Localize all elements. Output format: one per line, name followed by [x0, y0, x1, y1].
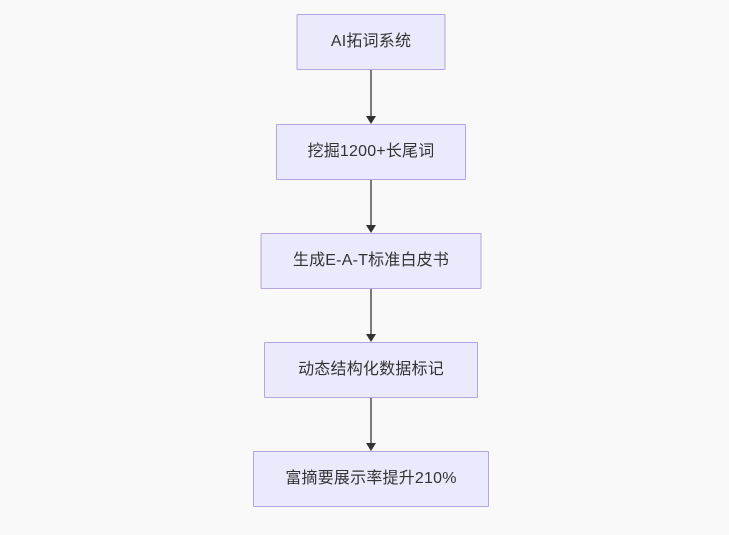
- flow-node-generate-eat-whitepaper[interactable]: 生成E-A-T标准白皮书: [260, 233, 482, 289]
- flow-edge-4: [370, 398, 372, 443]
- flow-node-mine-longtail-keywords[interactable]: 挖掘1200+长尾词: [276, 124, 466, 180]
- flow-arrowhead-2: [366, 225, 376, 233]
- flow-node-label: AI拓词系统: [330, 33, 412, 50]
- flow-arrowhead-3: [366, 334, 376, 342]
- flow-arrowhead-1: [366, 116, 376, 124]
- flow-node-label: 动态结构化数据标记: [298, 361, 444, 378]
- flow-edge-1: [370, 70, 372, 116]
- flow-edge-3: [370, 289, 372, 334]
- flow-node-label: 富摘要展示率提升210%: [285, 470, 457, 487]
- flow-edge-2: [370, 180, 372, 225]
- flow-node-dynamic-structured-data-markup[interactable]: 动态结构化数据标记: [264, 342, 478, 398]
- flow-node-label: 挖掘1200+长尾词: [307, 143, 435, 160]
- flow-node-ai-keyword-system[interactable]: AI拓词系统: [296, 14, 446, 70]
- flow-node-rich-snippet-uplift[interactable]: 富摘要展示率提升210%: [253, 451, 489, 507]
- flow-node-label: 生成E-A-T标准白皮书: [292, 252, 450, 269]
- flow-arrowhead-4: [366, 443, 376, 451]
